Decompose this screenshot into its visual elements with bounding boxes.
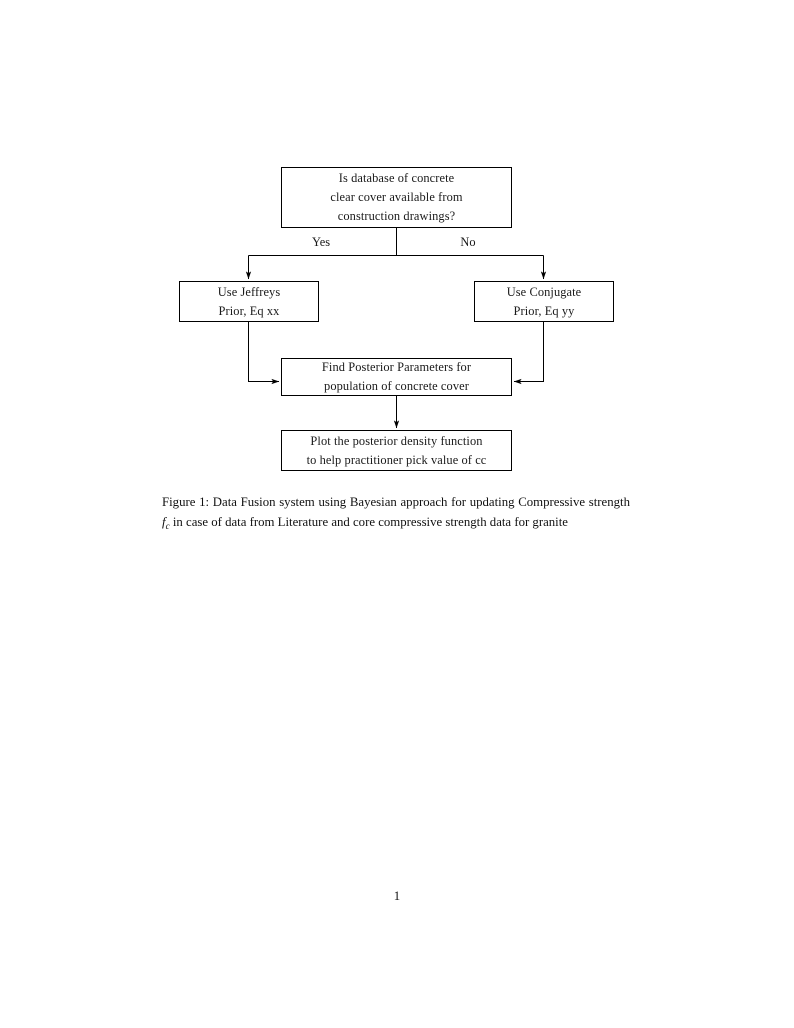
figure-caption-text-before: Data Fusion system using Bayesian approa… — [209, 495, 630, 509]
edge-label-yes: Yes — [311, 235, 331, 249]
math-variable-subscript: c — [165, 520, 170, 531]
figure-caption-text-after: in case of data from Literature and core… — [169, 515, 568, 530]
edge-jeffreys-to-posterior — [248, 322, 280, 385]
node-text-line: to help practitioner pick value of cc — [306, 452, 487, 467]
edge-conjugate-to-posterior — [513, 322, 544, 385]
node-plot-posterior-density: Plot the posterior density function to h… — [281, 430, 512, 471]
node-text-line: Is database of concrete — [338, 171, 455, 186]
node-use-jeffreys-prior: Use Jeffreys Prior, Eq xx — [179, 281, 319, 322]
edge-label-no: No — [460, 235, 476, 249]
figure-caption-label: Figure 1: — [162, 495, 210, 509]
figure-caption: Figure 1: Data Fusion system using Bayes… — [162, 492, 630, 532]
page-number: 1 — [393, 889, 401, 903]
node-text-line: Prior, Eq xx — [218, 303, 280, 318]
math-variable-base: f — [162, 515, 166, 530]
math-variable-fc: fc — [162, 515, 170, 531]
node-database-availability-decision: Is database of concrete clear cover avai… — [281, 167, 512, 228]
node-find-posterior-parameters: Find Posterior Parameters for population… — [281, 358, 512, 396]
node-use-conjugate-prior: Use Conjugate Prior, Eq yy — [474, 281, 614, 322]
flowchart-connectors — [245, 228, 547, 429]
node-text-line: Prior, Eq yy — [513, 303, 575, 318]
node-text-line: clear cover available from — [330, 190, 463, 205]
node-text-line: Find Posterior Parameters for — [321, 360, 472, 375]
node-text-line: Use Jeffreys — [217, 284, 281, 299]
node-text-line: Use Conjugate — [506, 284, 582, 299]
node-text-line: construction drawings? — [337, 208, 456, 223]
figure-flowchart: Is database of concrete clear cover avai… — [0, 0, 794, 490]
node-text-line: Plot the posterior density function — [310, 433, 483, 448]
node-text-line: population of concrete cover — [324, 379, 469, 393]
